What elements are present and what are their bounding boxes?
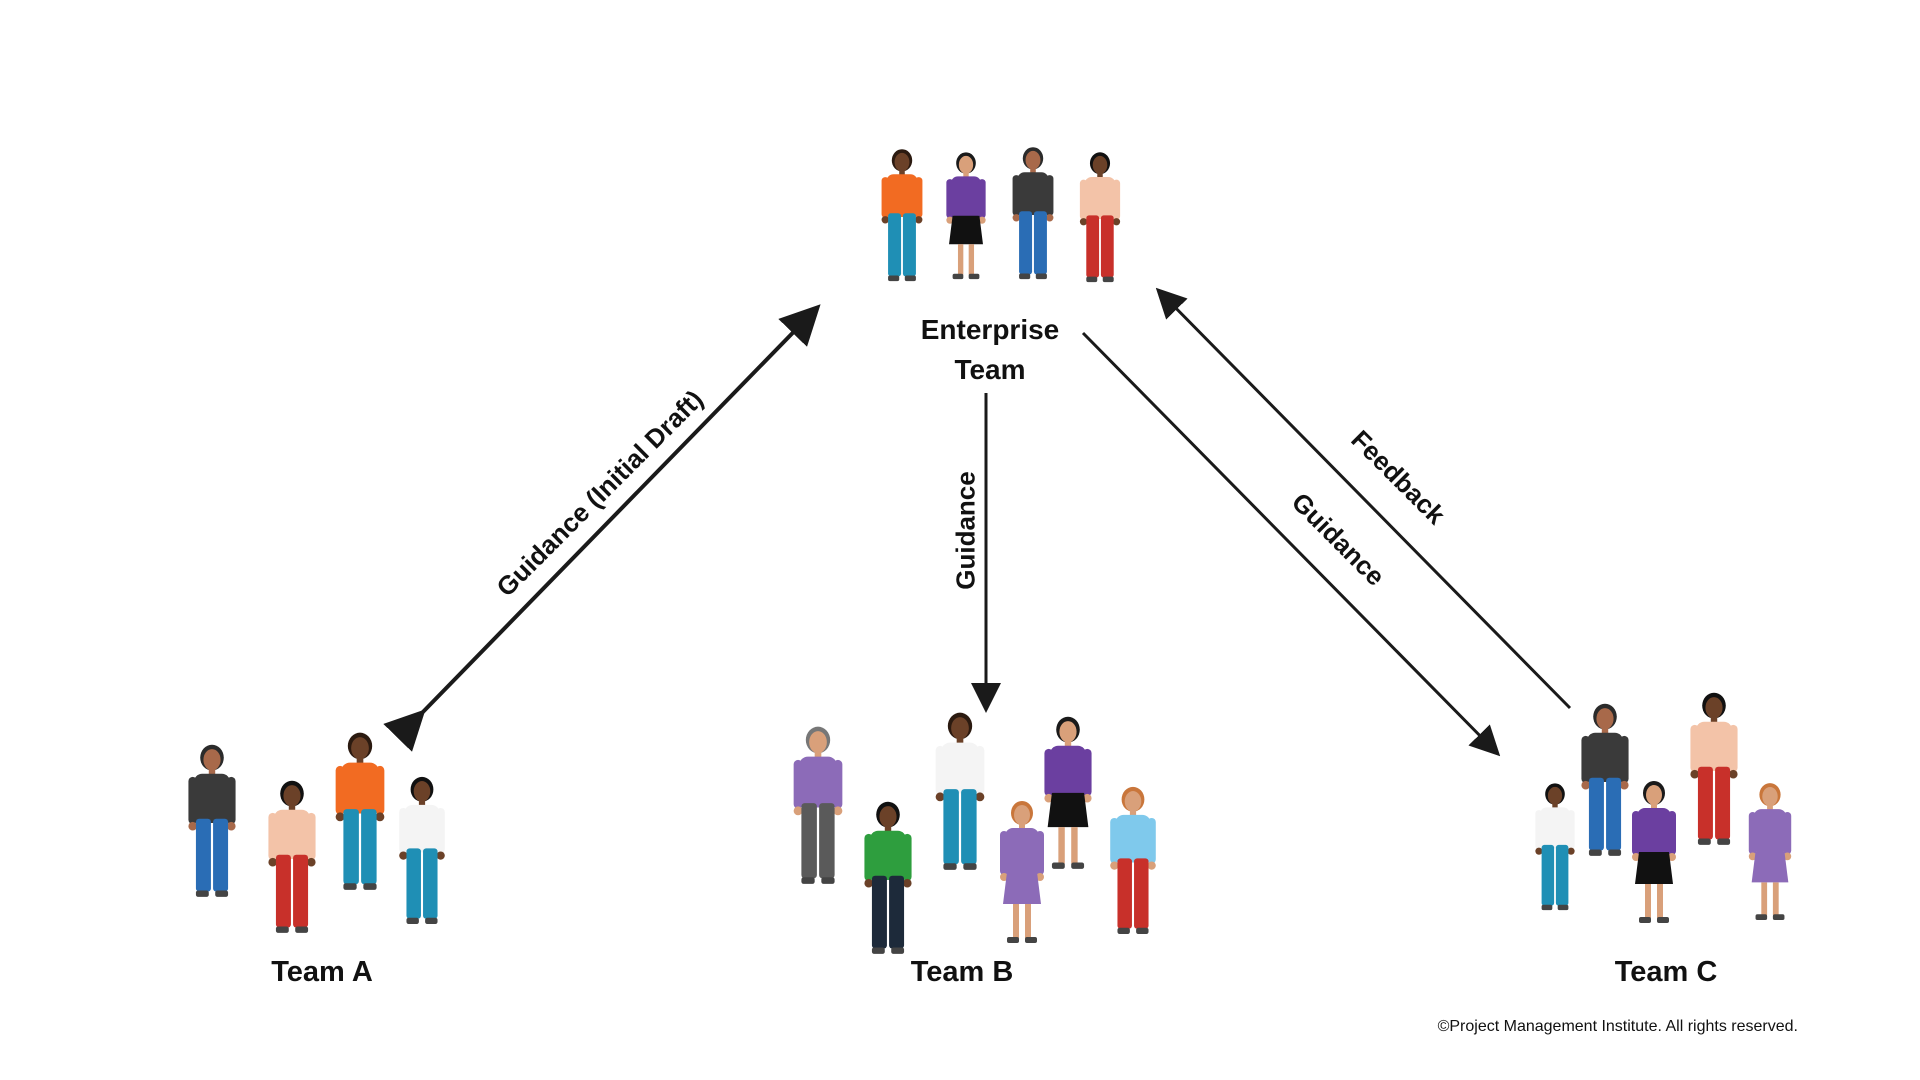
team-c-label: Team C — [1614, 956, 1718, 988]
team-a-label: Team A — [271, 956, 373, 988]
person-enterprise-3 — [1012, 147, 1054, 280]
person-team-a-3 — [335, 732, 385, 890]
person-team-b-5 — [1044, 716, 1092, 869]
person-team-a-4 — [399, 776, 445, 924]
person-enterprise-1 — [881, 149, 923, 282]
edge-label-guidance-team-b: Guidance — [950, 471, 981, 590]
person-team-c-2 — [1581, 703, 1629, 856]
arrow-team-a-enterprise — [383, 304, 821, 752]
person-team-c-4 — [1690, 692, 1738, 845]
person-enterprise-4 — [1079, 152, 1121, 283]
person-team-a-2 — [268, 780, 316, 933]
enterprise-label-line2: Team — [954, 354, 1026, 385]
person-team-b-6 — [1110, 786, 1156, 934]
person-team-b-4 — [1000, 801, 1044, 943]
arrow-team-c-enterprise — [1155, 287, 1572, 710]
person-team-c-3 — [1632, 781, 1676, 923]
person-team-c-5 — [1748, 783, 1792, 921]
person-team-b-1 — [793, 726, 843, 884]
person-team-a-1 — [188, 744, 236, 897]
person-team-c-1 — [1535, 783, 1575, 911]
arrow-enterprise-team-c — [1081, 331, 1501, 757]
person-enterprise-2 — [946, 152, 986, 280]
team-b-label: Team B — [910, 956, 1014, 988]
enterprise-team-label: Enterprise Team — [880, 310, 1100, 390]
person-team-b-2 — [864, 801, 912, 954]
person-team-b-3 — [935, 712, 985, 870]
enterprise-label-line1: Enterprise — [920, 314, 1060, 345]
copyright-notice: ©Project Management Institute. All right… — [1437, 1018, 1798, 1035]
